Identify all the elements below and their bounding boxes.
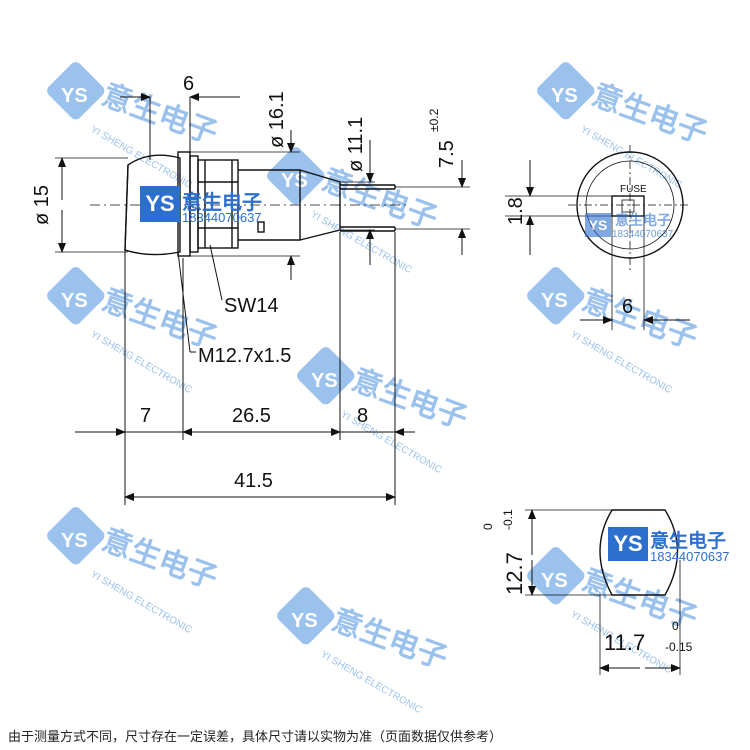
dim-11-7-tol-bot: -0.15 [665, 640, 693, 654]
cutout-outline [599, 509, 679, 596]
watermark-logo [294, 344, 472, 477]
watermark-logo [44, 59, 222, 192]
fuse-label: FUSE [620, 184, 647, 195]
brand-name: 意生电子 [182, 190, 262, 214]
dim-15: ø 15 [31, 185, 53, 225]
brand-phone: 18344070637 [182, 210, 262, 225]
hex-nut [197, 159, 239, 249]
dim-8: 8 [357, 405, 368, 427]
dim-11-7-tol-top: 0 [672, 619, 679, 633]
disclaimer-note: 由于测量方式不同，尺寸存在一定误差，具体尺寸请以实物为准（页面数据仅供参考） [8, 730, 503, 745]
dim-12-7-tol-bot: -0.1 [501, 509, 515, 530]
dim-7: 7 [140, 405, 151, 427]
rear-taper [299, 169, 341, 241]
dim-26-5: 26.5 [232, 405, 271, 427]
watermark-logo [274, 584, 452, 717]
watermark-logo [534, 59, 712, 192]
brand-phone: 18344070637 [612, 229, 674, 240]
brand-logo-box: YS [608, 527, 648, 561]
brand-logo-box: YS [585, 213, 611, 237]
watermark-logo [524, 544, 702, 677]
brand-name: 意生电子 [615, 213, 671, 229]
cap-body [124, 154, 181, 256]
panel-cutout [525, 509, 681, 675]
dim-sw14: SW14 [224, 295, 278, 317]
watermark-logo [44, 264, 222, 397]
dim-thread: M12.7x1.5 [198, 345, 291, 367]
front-view [505, 145, 690, 330]
slot [611, 195, 645, 217]
body [238, 169, 301, 241]
dim-12-7: 12.7 [502, 552, 527, 595]
dim-12-7-tol-top: 0 [481, 523, 495, 530]
dimension-labels: 6 ø 16.1 ø 11.1 7.5 ±0.2 ø 15 SW14 M12.7… [31, 73, 693, 655]
brand-name: 意生电子 [650, 530, 727, 552]
brand-phone: 18344070637 [650, 549, 730, 564]
dim-7-5: 7.5 [436, 140, 458, 168]
dim-11-7: 11.7 [604, 630, 645, 655]
watermark-logo [44, 504, 222, 637]
dim-1-8: 1.8 [505, 197, 527, 225]
brand-logo-box: YS [140, 186, 180, 222]
dim-11-1: ø 11.1 [345, 117, 367, 172]
watermarks [44, 59, 712, 717]
dim-16-1: ø 16.1 [266, 91, 288, 148]
dim-7-5-tol: ±0.2 [427, 108, 441, 132]
dim-6-top: 6 [183, 73, 194, 95]
watermark-logo [524, 264, 702, 397]
dim-6-right: 6 [622, 296, 633, 318]
dim-41-5: 41.5 [234, 470, 273, 492]
side-dimensions [55, 93, 470, 505]
